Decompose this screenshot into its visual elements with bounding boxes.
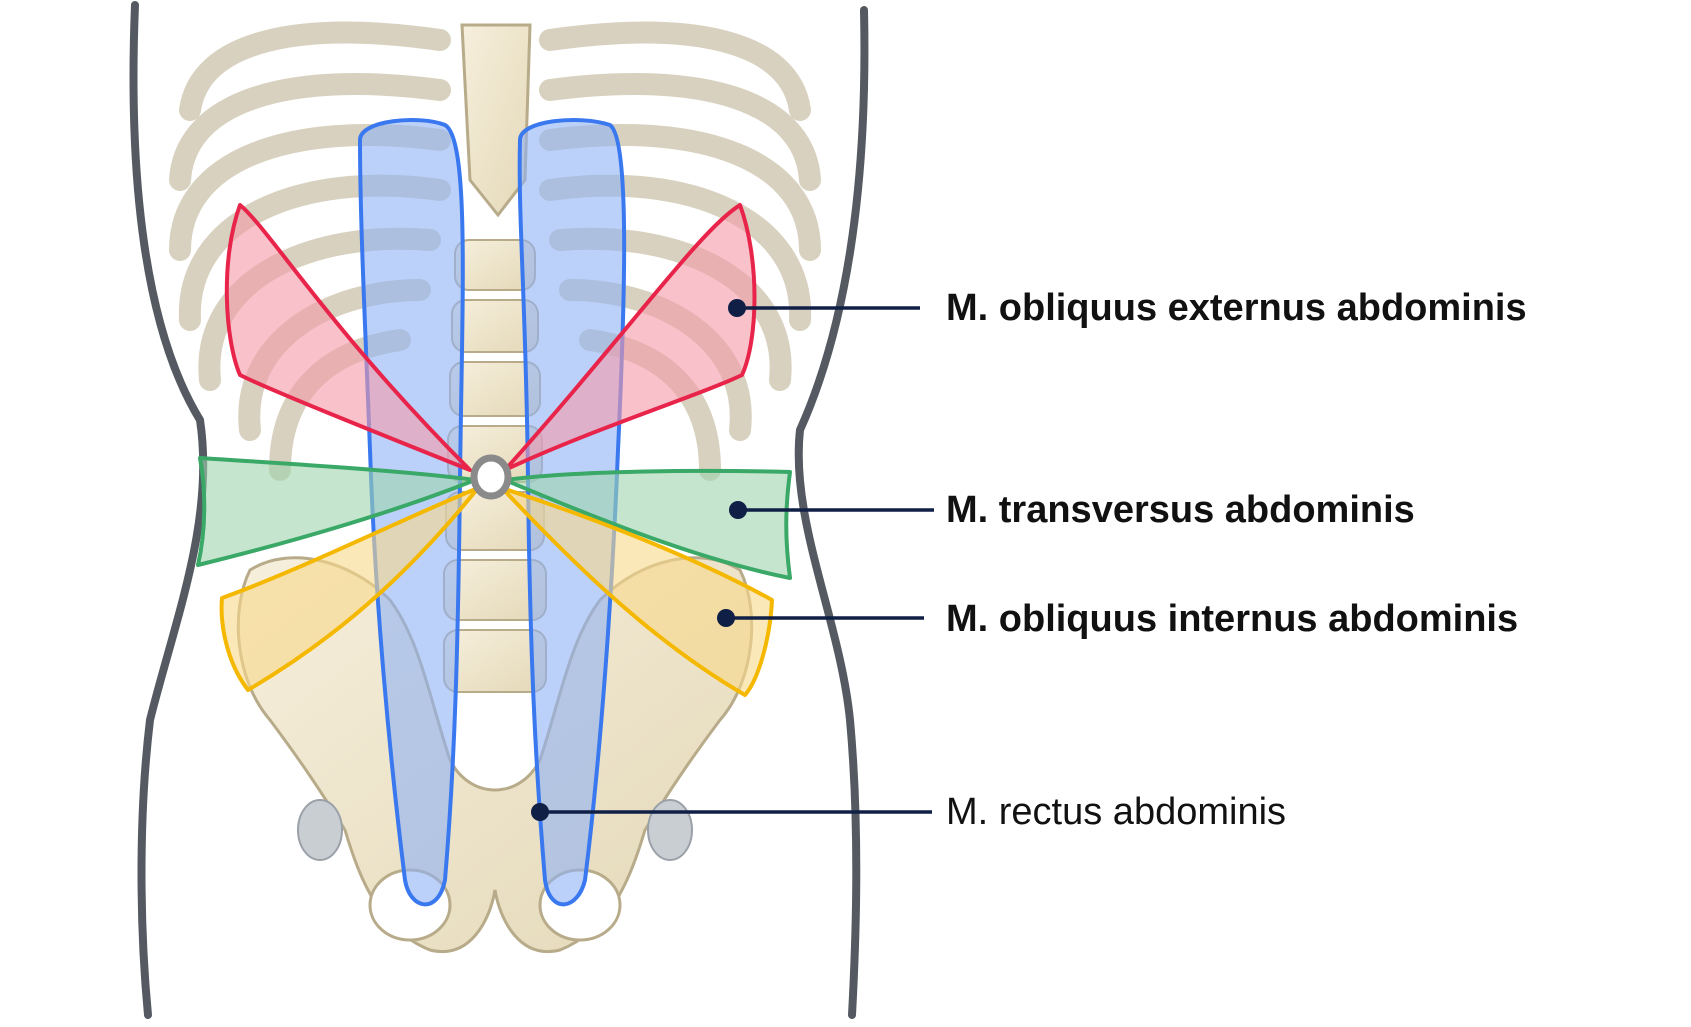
sternum (460, 23, 532, 218)
label-obliquus-externus: M. obliquus externus abdominis (946, 287, 1527, 329)
body-outline-left (129, 1, 208, 1019)
obliquus-internus-left (219, 486, 480, 692)
hip-joint-left (297, 799, 343, 861)
transversus-abdominis-right (503, 468, 792, 580)
obliquus-externus-left (224, 203, 472, 472)
leader-lines (531, 299, 934, 821)
leader-dot-rectus (531, 803, 549, 821)
leader-dot-transversus (729, 501, 747, 519)
rectus-abdominis-left (358, 118, 465, 907)
label-rectus: M. rectus abdominis (946, 791, 1287, 833)
muscle-overlays (196, 118, 792, 907)
label-obliquus-internus: M. obliquus internus abdominis (946, 598, 1519, 640)
obliquus-internus-right (500, 486, 774, 697)
leader-dot-obliquus-internus (717, 609, 735, 627)
umbilicus-ring (470, 454, 512, 500)
body-outline-right (794, 6, 869, 1019)
leader-dot-obliquus-externus (728, 299, 746, 317)
hip-joint-right (647, 799, 693, 861)
obliquus-externus-right (503, 203, 757, 472)
body-outline (129, 1, 869, 1019)
transversus-abdominis-left (196, 456, 477, 567)
label-transversus: M. transversus abdominis (946, 489, 1415, 531)
